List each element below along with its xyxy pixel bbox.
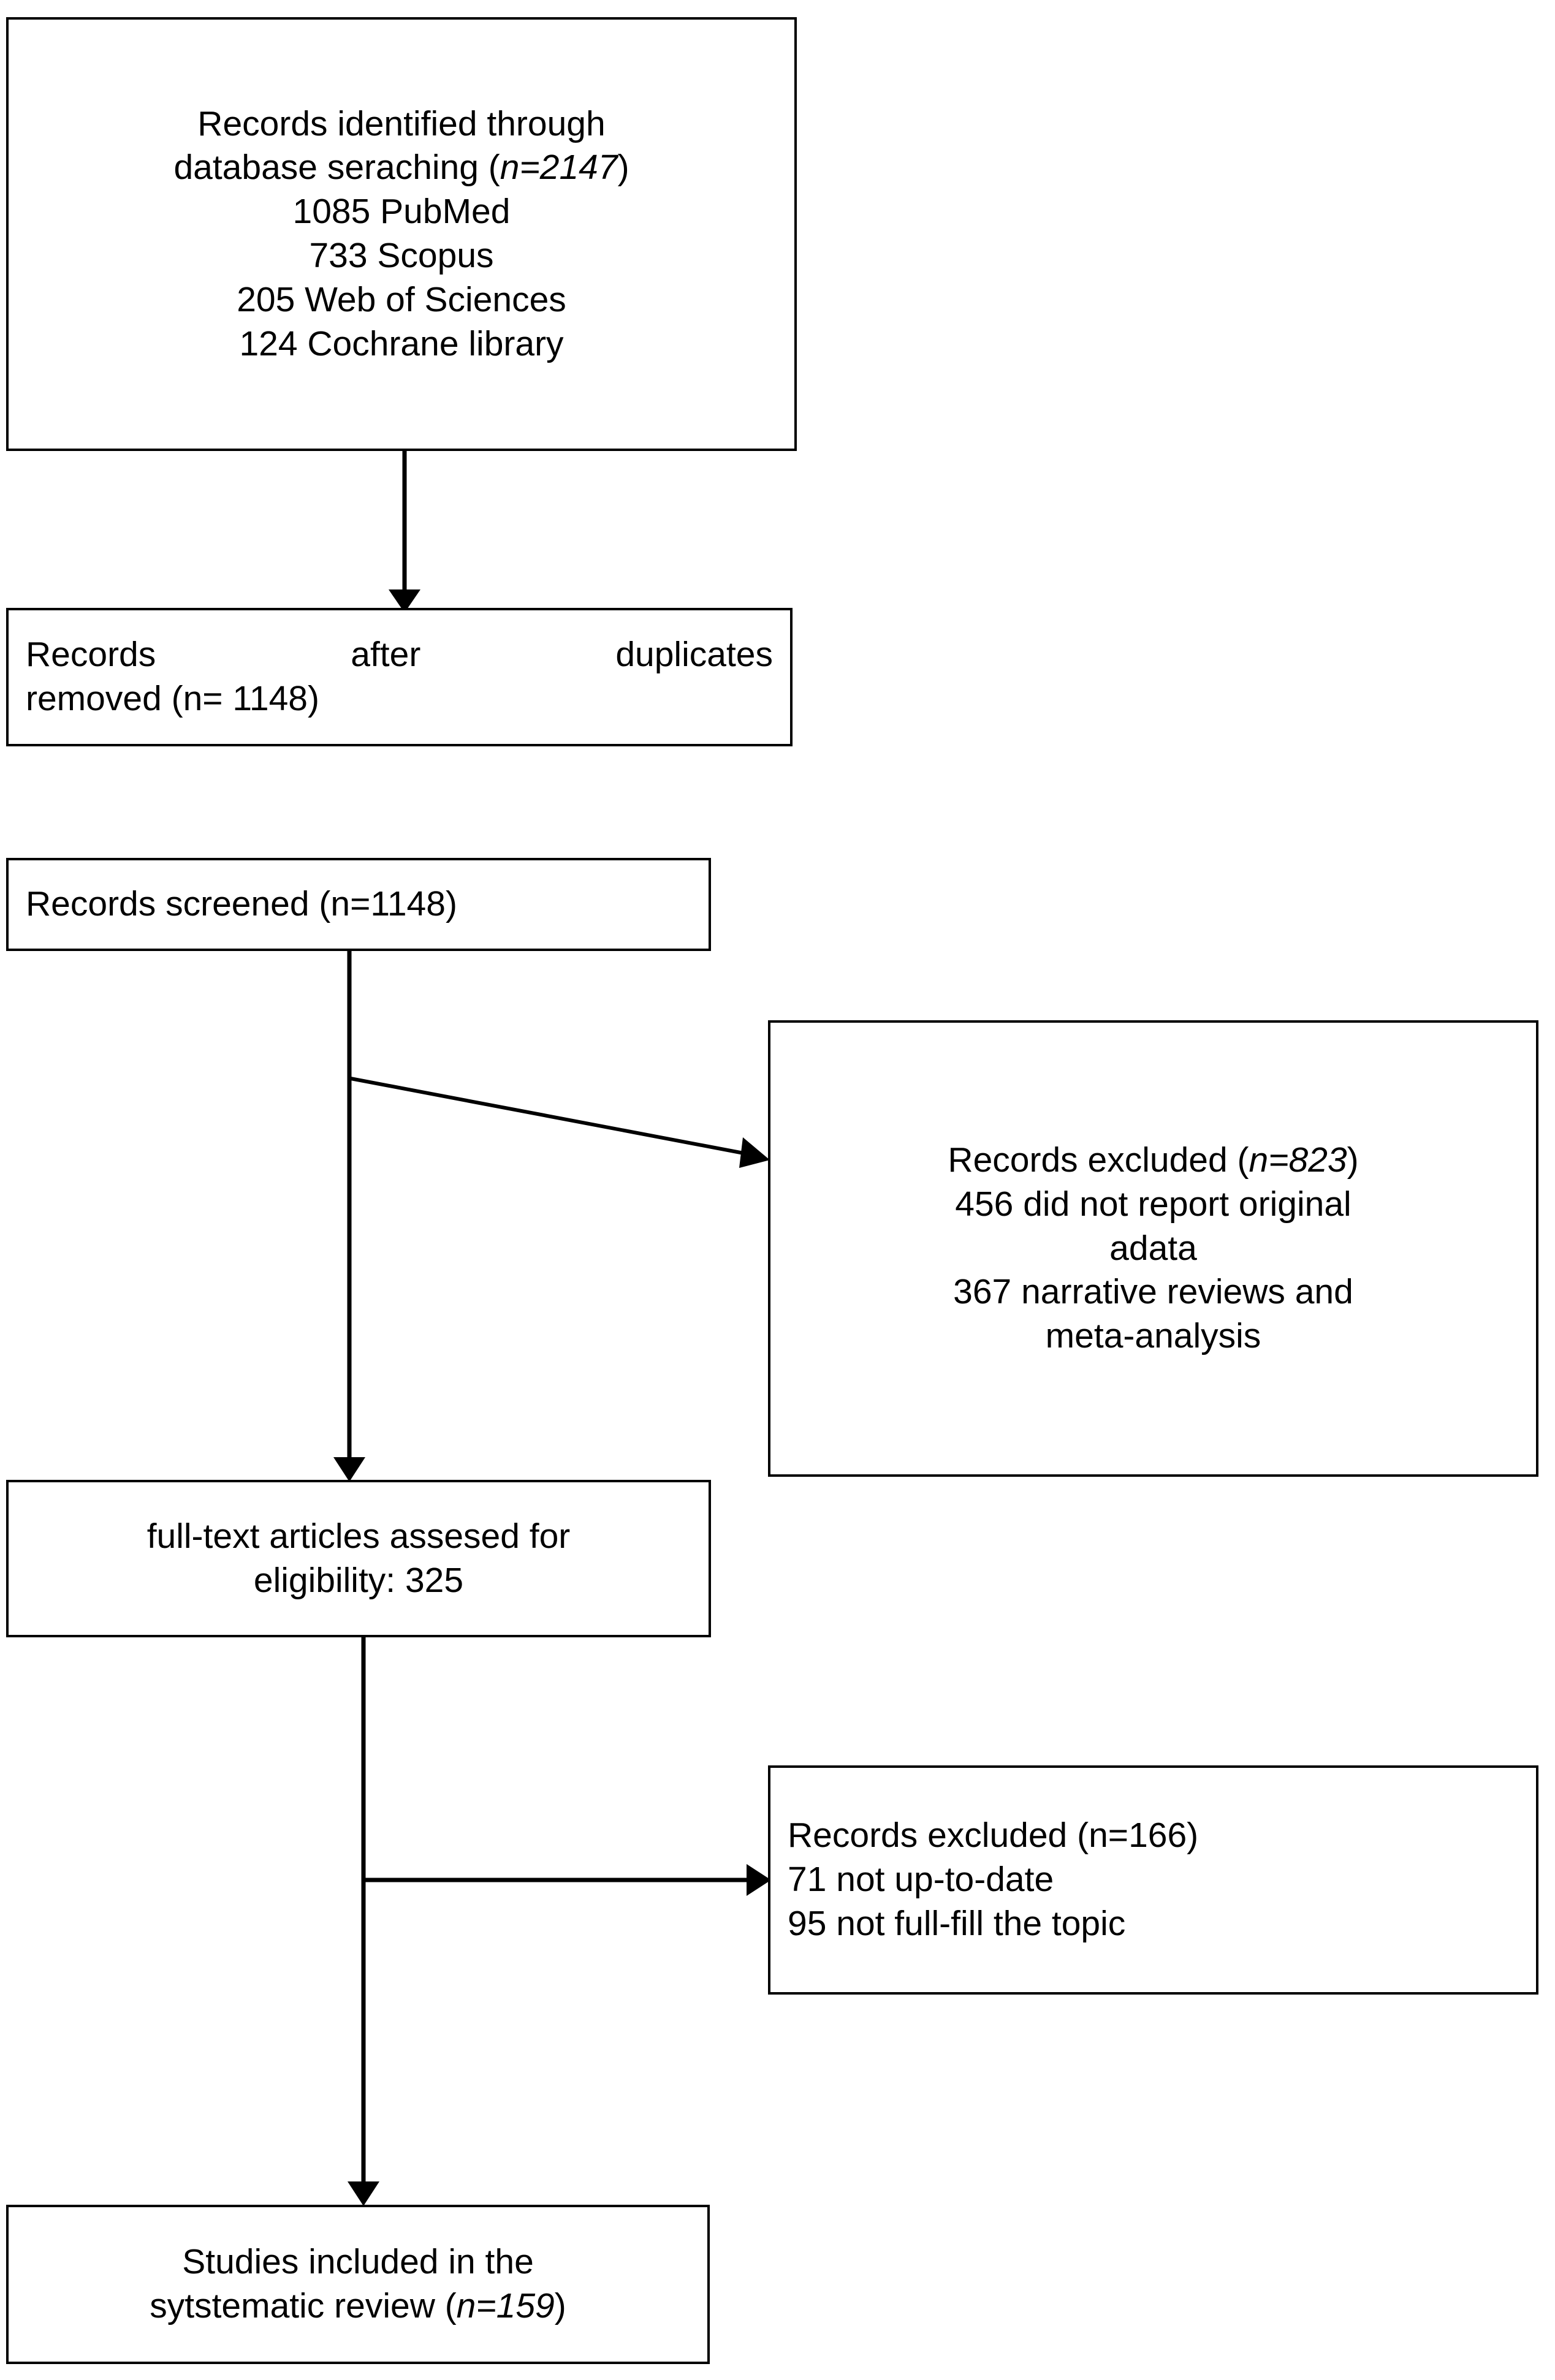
records-after-duplicates-box: Records after duplicates removed (n= 114… <box>6 608 793 746</box>
studies-included-n-value: n=159 <box>456 2286 555 2325</box>
records-screened-n-value: n=1148 <box>330 884 446 924</box>
connector-fulltext-to-excluded-166 <box>363 1864 771 1896</box>
connector-screened-to-excluded-823 <box>350 1077 770 1168</box>
records-excluded-823-reason-2a: 367 narrative reviews and <box>953 1272 1353 1312</box>
records-identified-scopus: 733 Scopus <box>309 236 494 275</box>
records-after-duplicates-word-records: Records <box>26 635 156 675</box>
records-after-duplicates-line-2-pre: removed ( <box>26 679 183 718</box>
connector-identified-to-duplicates <box>389 451 420 613</box>
records-excluded-823-reason-2b: meta-analysis <box>1045 1316 1261 1356</box>
records-identified-box: Records identified through database sera… <box>6 17 797 451</box>
records-excluded-screening-box: Records excluded (n=823) 456 did not rep… <box>768 1020 1538 1477</box>
records-after-duplicates-word-duplicates: duplicates <box>615 635 773 675</box>
records-excluded-166-reason-1: 71 not up-to-date <box>788 1860 1054 1900</box>
records-screened-post: ) <box>445 884 457 924</box>
records-after-duplicates-line-2-post: ) <box>308 679 319 718</box>
records-identified-cochrane: 124 Cochrane library <box>239 324 564 363</box>
records-excluded-823-n-value: n=823 <box>1249 1140 1347 1180</box>
connector-screened-to-fulltext <box>333 951 365 1482</box>
records-excluded-823-pre: Records excluded ( <box>948 1140 1249 1180</box>
studies-included-box: Studies included in the sytstematic revi… <box>6 2205 710 2364</box>
records-identified-pubmed: 1085 PubMed <box>292 192 511 232</box>
records-identified-line-2: database seraching (n=2147) <box>173 146 629 190</box>
records-excluded-823-reason-1b: adata <box>1109 1228 1197 1268</box>
records-excluded-823-post: ) <box>1347 1140 1359 1180</box>
studies-included-line-2-post: ) <box>554 2286 566 2325</box>
records-excluded-166-post: ) <box>1187 1816 1199 1855</box>
studies-included-line-2: sytstematic review (n=159) <box>150 2284 566 2329</box>
records-excluded-eligibility-box: Records excluded (n=166) 71 not up-to-da… <box>768 1765 1538 1995</box>
studies-included-line-1: Studies included in the <box>182 2242 534 2282</box>
records-screened-box: Records screened (n=1148) <box>6 858 711 951</box>
records-excluded-166-line-1: Records excluded (n=166) <box>770 1814 1536 1858</box>
records-excluded-166-reason-2: 95 not full-fill the topic <box>788 1903 1126 1943</box>
full-text-assessed-line-2: eligibility: 325 <box>253 1560 464 1600</box>
studies-included-line-2-pre: sytstematic review ( <box>150 2286 457 2325</box>
records-identified-line-2-post: ) <box>617 148 629 188</box>
records-after-duplicates-line-1: Records after duplicates <box>9 633 790 677</box>
records-after-duplicates-n-value: n= 1148 <box>183 679 308 718</box>
records-screened-pre: Records screened ( <box>26 884 331 924</box>
records-after-duplicates-word-after: after <box>351 635 421 675</box>
records-identified-n-value: n=2147 <box>500 148 618 188</box>
records-identified-line-2-pre: database seraching ( <box>173 148 500 188</box>
connector-fulltext-to-included <box>348 1637 379 2206</box>
records-excluded-166-n-value: n=166 <box>1089 1816 1187 1855</box>
full-text-assessed-line-1: full-text articles assesed for <box>146 1516 571 1556</box>
records-screened-line: Records screened (n=1148) <box>9 882 709 927</box>
records-excluded-166-pre: Records excluded ( <box>788 1816 1089 1855</box>
records-excluded-823-line-1: Records excluded (n=823) <box>948 1139 1358 1183</box>
records-after-duplicates-line-2: removed (n= 1148) <box>9 677 790 721</box>
records-identified-line-1: Records identified through <box>197 104 606 143</box>
records-identified-wos: 205 Web of Sciences <box>237 279 566 319</box>
records-excluded-823-reason-1a: 456 did not report original <box>955 1184 1352 1224</box>
full-text-assessed-box: full-text articles assesed for eligibili… <box>6 1480 711 1637</box>
